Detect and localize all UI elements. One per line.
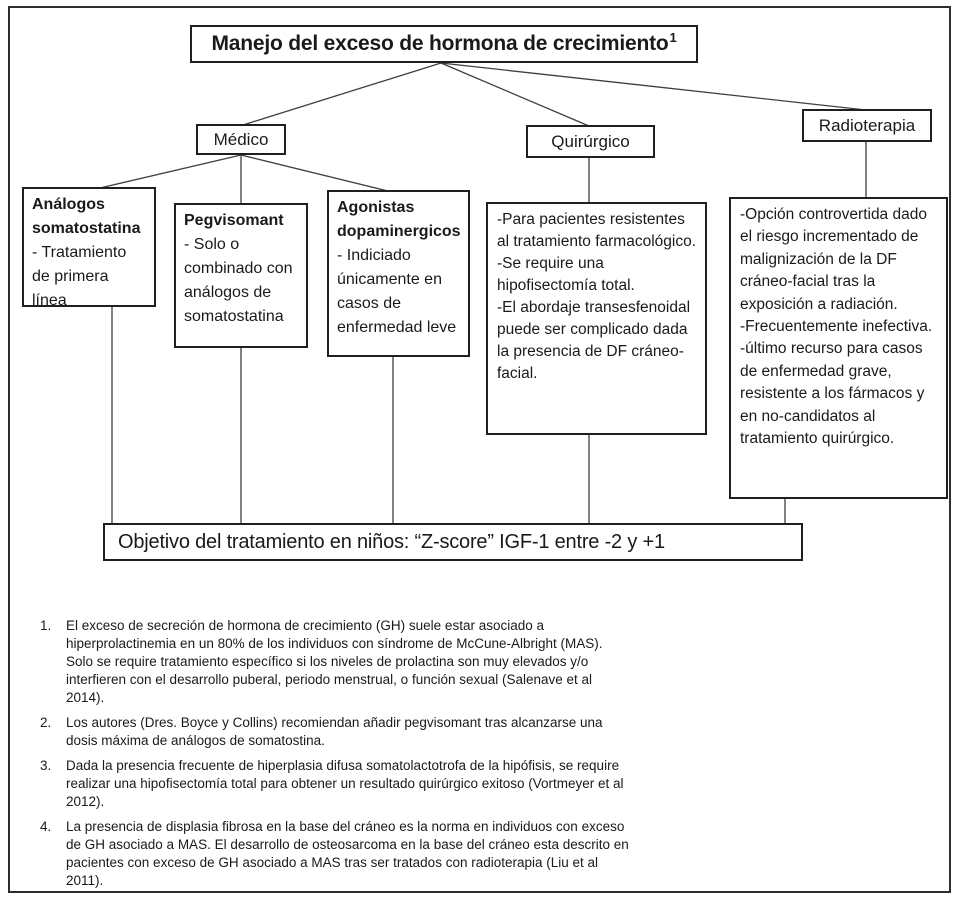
- objective-box: Objetivo del tratamiento en niños: “Z-sc…: [103, 523, 803, 561]
- footnote-item-3: 3. Dada la presencia frecuente de hiperp…: [40, 757, 652, 811]
- branch-medico: Médico: [196, 124, 286, 155]
- quirurgico-detail-line: -Se require una hipofisectomía total.: [497, 255, 635, 294]
- title-text: Manejo del exceso de hormona de crecimie…: [211, 30, 677, 55]
- footnote-number: 1.: [40, 618, 52, 633]
- branch-medico-label: Médico: [213, 129, 269, 149]
- footnote-text: La presencia de displasia fibrosa en la …: [66, 819, 629, 888]
- quirurgico-detail-line: -El abordaje transesfenoidal puede ser c…: [497, 299, 691, 382]
- footnote-number: 4.: [40, 819, 52, 834]
- footnote-text: Los autores (Dres. Boyce y Collins) reco…: [66, 715, 603, 748]
- quirurgico-detail-line: -Para pacientes resistentes al tratamien…: [497, 211, 697, 250]
- radioterapia-detail-line: -Frecuentemente inefectiva.: [740, 318, 933, 336]
- box-analogos-body: - Tratamiento de primera línea: [32, 244, 127, 309]
- box-radioterapia-detail: -Opción controvertida dado el riesgo inc…: [729, 197, 948, 499]
- box-agonistas-body: - Indiciado únicamente en casos de enfer…: [337, 247, 457, 336]
- footnote-text: El exceso de secreción de hormona de cre…: [66, 618, 603, 705]
- box-quirurgico-detail: -Para pacientes resistentes al tratamien…: [486, 202, 707, 435]
- radioterapia-detail-line: -Opción controvertida dado el riesgo inc…: [740, 206, 927, 313]
- branch-radioterapia-label: Radioterapia: [818, 115, 916, 135]
- branch-radioterapia: Radioterapia: [802, 109, 932, 142]
- box-pegvisomant: Pegvisomant - Solo o combinado con análo…: [174, 203, 308, 348]
- footnote-item-1: 1. El exceso de secreción de hormona de …: [40, 617, 652, 707]
- radioterapia-detail-line: -último recurso para casos de enfermedad…: [740, 340, 925, 448]
- branch-quirurgico: Quirúrgico: [526, 125, 655, 158]
- page-border: [8, 6, 951, 893]
- objective-text: Objetivo del tratamiento en niños: “Z-sc…: [118, 530, 665, 553]
- box-analogos-somatostatina: Análogos somatostatina - Tratamiento de …: [22, 187, 156, 309]
- branch-quirurgico-label: Quirúrgico: [551, 131, 630, 151]
- footnote-text: Dada la presencia frecuente de hiperplas…: [66, 758, 624, 809]
- box-pegvisomant-body: - Solo o combinado con análogos de somat…: [184, 236, 293, 325]
- box-analogos-header: Análogos somatostatina: [32, 196, 141, 237]
- footnote-marker: 1: [669, 30, 677, 45]
- footnote-number: 2.: [40, 715, 52, 730]
- footnote-item-2: 2. Los autores (Dres. Boyce y Collins) r…: [40, 714, 652, 750]
- footnote-number: 3.: [40, 758, 52, 773]
- footnote-item-4: 4. La presencia de displasia fibrosa en …: [40, 818, 652, 890]
- box-pegvisomant-header: Pegvisomant: [184, 212, 284, 229]
- footnotes-list: 1. El exceso de secreción de hormona de …: [40, 617, 652, 897]
- title-box: Manejo del exceso de hormona de crecimie…: [190, 25, 698, 63]
- box-agonistas-header: Agonistas dopaminergicos: [337, 199, 461, 240]
- box-agonistas-dopaminergicos: Agonistas dopaminergicos - Indiciado úni…: [327, 190, 470, 357]
